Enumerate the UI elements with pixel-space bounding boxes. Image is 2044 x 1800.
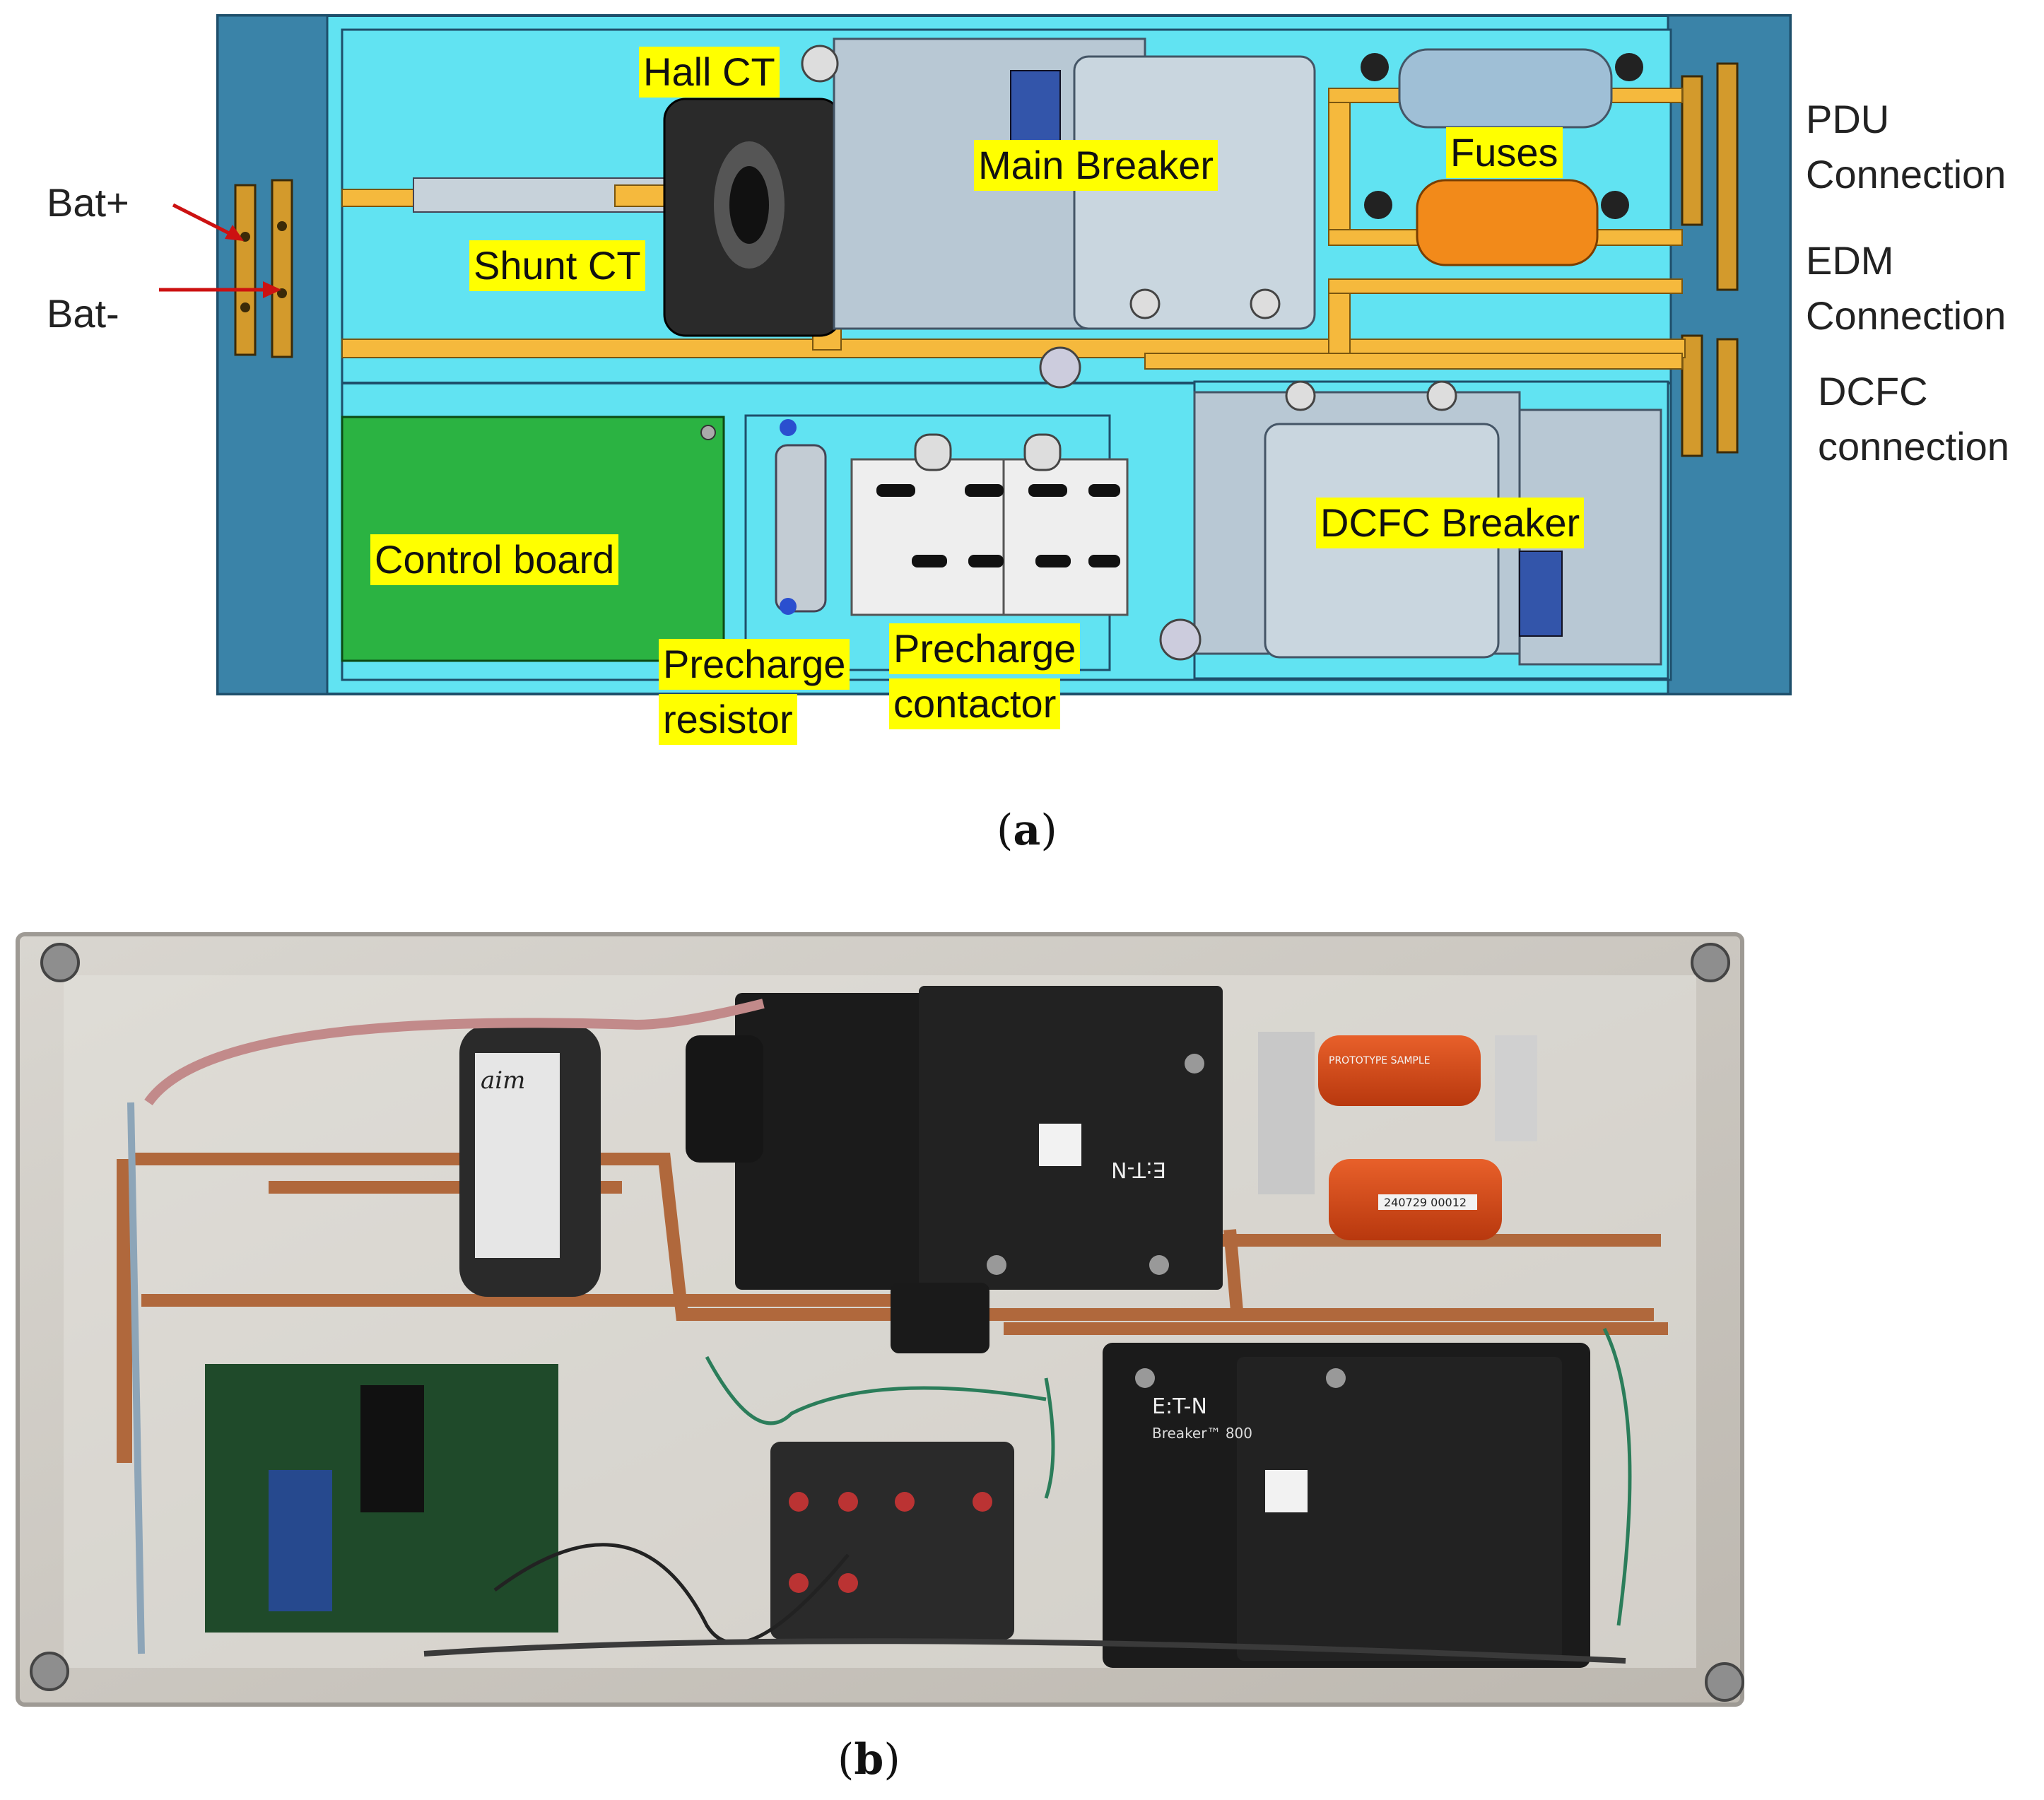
photo-aim-logo: aim [481,1066,525,1095]
dcfc-connection-label-line2: connection [1818,424,2009,469]
fuse-top [1398,48,1613,129]
hall-ct-label: Hall CT [639,47,780,98]
main-breaker-label: Main Breaker [974,140,1218,191]
precharge-contactor-left [850,458,1005,616]
dcfc-connection-label-line1: DCFC [1818,369,1928,413]
pdu-connection-label-line1: PDU [1806,97,1890,141]
enclosure-photo: aim E:T-N PROTOTYPE SAMPLE 240729 00012 … [16,932,1744,1707]
panel-b-caption: (b) [838,1735,900,1784]
photo-main-brand: E:T-N [1111,1157,1166,1182]
bat-plus-label: Bat+ [47,180,129,225]
photo-busbar-top [131,1153,1654,1321]
edm-connection-label-line1: EDM [1806,238,1894,283]
bat-plus-arrow [172,203,240,240]
dcfc-breaker-label: DCFC Breaker [1316,498,1585,548]
bat-minus-terminal [271,179,293,358]
panel-a: Hall CT Main Breaker Fuses Shunt CT Cont… [0,0,2044,869]
edm-connection-label-line2: Connection [1806,293,2007,338]
fuses-label: Fuses [1446,127,1563,178]
precharge-contactor-label-line2: contactor [889,678,1061,729]
photo-precharge-contactor [770,1442,1014,1640]
pdu-connection-label-line2: Connection [1806,152,2007,196]
precharge-resistor-label-line1: Precharge [659,639,850,690]
panel-b: aim E:T-N PROTOTYPE SAMPLE 240729 00012 … [0,919,2044,1800]
panel-a-caption: (a) [997,806,1057,855]
photo-wiring [144,999,765,1106]
photo-busbar-low [141,1294,1668,1335]
shunt-ct-label: Shunt CT [469,240,645,291]
photo-dcfc-text: Breaker™ 800 [1152,1425,1252,1442]
photo-fuse-top [1318,1035,1481,1106]
photo-fuse-bottom-text: 240729 00012 [1384,1196,1467,1209]
fuse-bottom [1416,179,1599,266]
precharge-contactor-label-line1: Precharge [889,623,1081,674]
photo-fuse-top-text: PROTOTYPE SAMPLE [1329,1055,1431,1066]
edm-terminal [1716,62,1739,291]
precharge-contactor-right [1002,458,1129,616]
pdu-terminal [1681,75,1703,226]
enclosure-cad-drawing [159,14,1792,695]
photo-dcfc-brand: E:T-N [1152,1394,1207,1419]
bat-plus-terminal [234,184,257,356]
precharge-resistor-body [775,444,827,613]
bat-minus-label: Bat- [47,291,119,336]
control-board-label: Control board [370,534,619,585]
precharge-resistor-label-line2: resistor [659,694,797,745]
